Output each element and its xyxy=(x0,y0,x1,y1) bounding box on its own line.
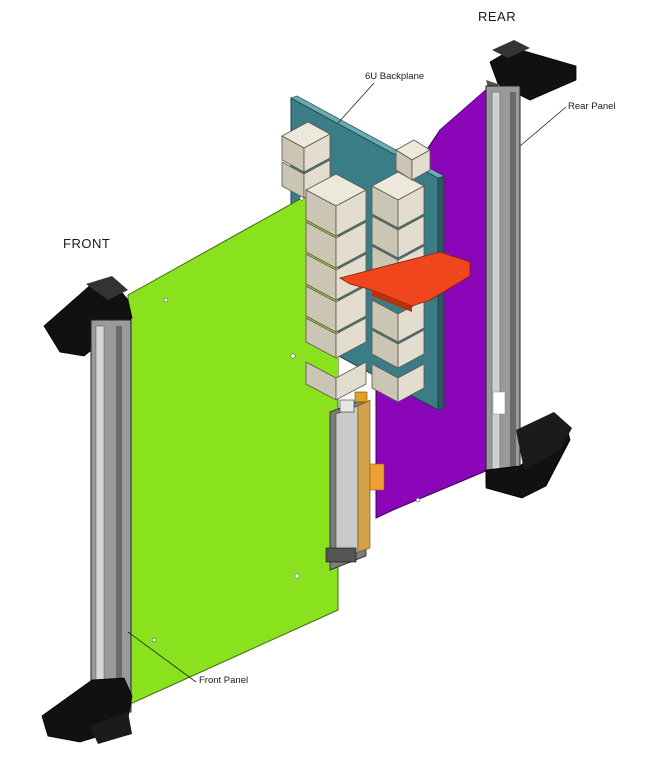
rear-panel xyxy=(485,40,577,499)
connector-column-left xyxy=(281,121,331,199)
rear-panel-label: Rear Panel xyxy=(568,101,616,112)
front-panel xyxy=(41,276,133,744)
orange-board-lower xyxy=(372,290,412,312)
backplane-leader-line xyxy=(337,82,375,124)
backplane-label: 6U Backplane xyxy=(365,71,425,82)
orange-connector-block xyxy=(369,463,385,491)
connector-stack xyxy=(281,121,431,403)
rear-label: REAR xyxy=(478,9,517,24)
connector-column-front xyxy=(305,173,367,401)
front-panel-leader-line xyxy=(127,631,197,683)
front-panel-label: Front Panel xyxy=(199,675,249,686)
rear-panel-leader-line xyxy=(519,106,567,147)
front-label: FRONT xyxy=(63,236,111,251)
rear-board-top-area xyxy=(430,88,488,170)
vertical-module xyxy=(325,391,371,571)
orange-transition-board xyxy=(338,251,471,307)
